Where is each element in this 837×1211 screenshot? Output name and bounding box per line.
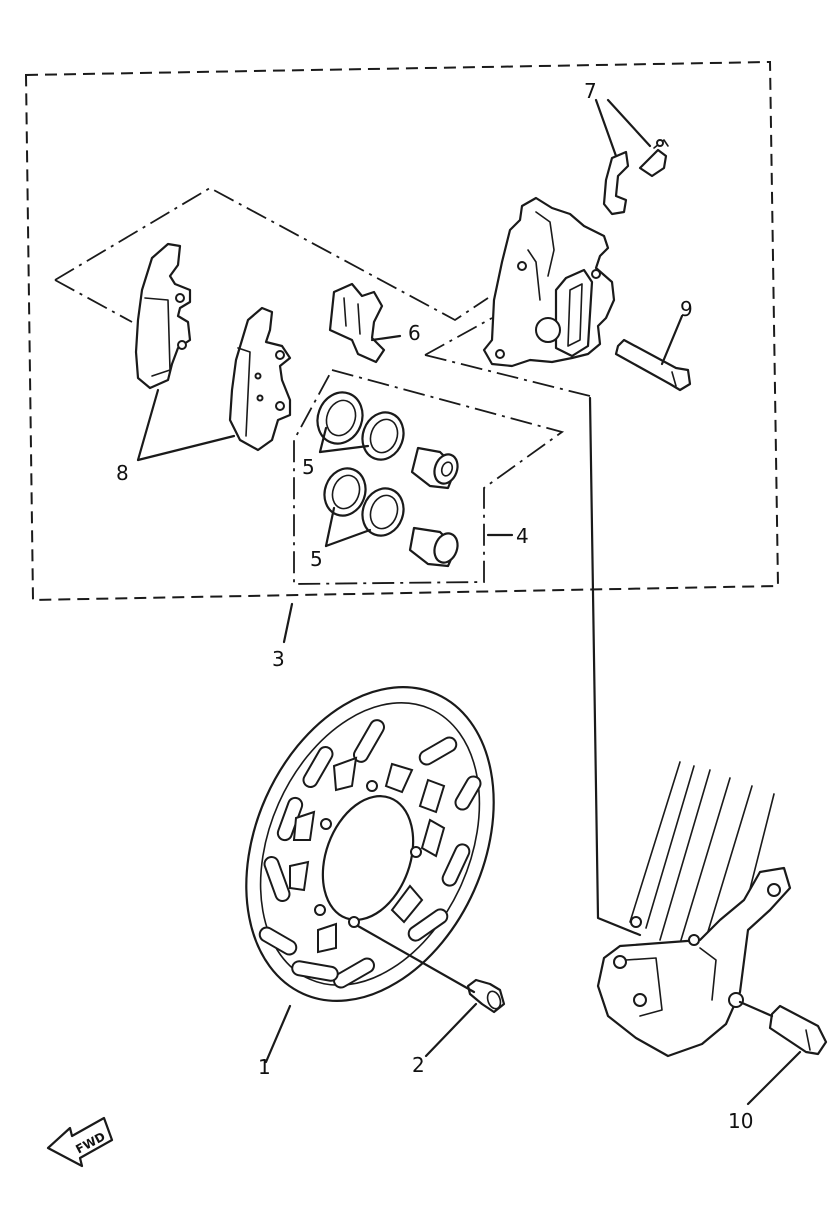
fork-bolt — [768, 1004, 828, 1056]
alignment-lines — [54, 186, 642, 937]
callout-6: 6 — [408, 321, 421, 345]
callout-8: 8 — [116, 461, 129, 485]
caliper-assembly-boundary — [24, 60, 780, 602]
callout-7: 7 — [584, 79, 597, 103]
callout-5-lower: 5 — [310, 547, 323, 571]
bleed-screw — [638, 139, 669, 178]
disc-screw — [466, 978, 506, 1014]
caliper-pistons — [408, 446, 459, 568]
front-fork — [596, 761, 792, 1058]
callout-5-upper: 5 — [302, 455, 315, 479]
callout-9: 9 — [680, 297, 693, 321]
leader-lines — [136, 98, 802, 1106]
caliper-bolt — [614, 338, 692, 392]
pad-spring — [328, 282, 386, 364]
caliper-body — [482, 196, 616, 368]
callout-2: 2 — [412, 1053, 425, 1077]
bleed-cap — [602, 150, 630, 216]
callout-10: 10 — [728, 1109, 753, 1133]
callout-4: 4 — [516, 524, 529, 548]
brake-pad-right — [228, 306, 292, 452]
piston-seals — [316, 391, 405, 537]
callout-1: 1 — [258, 1055, 271, 1079]
seal-kit-boundary — [293, 368, 565, 585]
brake-pad-left — [134, 242, 192, 390]
forward-arrow-icon: FWD — [46, 1116, 114, 1168]
callout-3: 3 — [272, 647, 285, 671]
brake-disc — [245, 686, 495, 1002]
